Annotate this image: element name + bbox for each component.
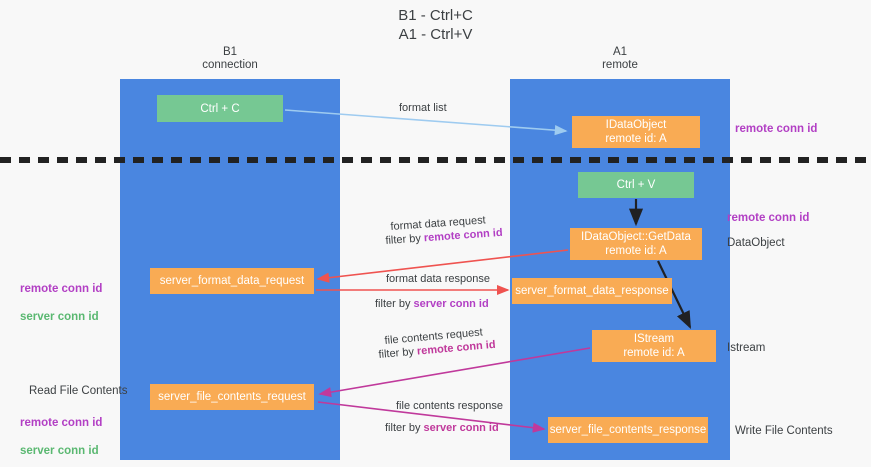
filter-key-server-conn-id: server conn id — [423, 422, 499, 434]
label-remote-conn-id-left: remote conn id — [20, 283, 103, 295]
flow-label-file-contents-response-filter: filter by server conn id — [385, 421, 499, 435]
phase-divider — [0, 157, 871, 163]
label-server-conn-id-left-2: server conn id — [20, 445, 99, 457]
box-ctrl-c[interactable]: Ctrl + C — [157, 95, 283, 122]
label-server-conn-id-left: server conn id — [20, 311, 99, 323]
flow-label-format-list: format list — [399, 102, 447, 114]
box-idataobject-getdata[interactable]: IDataObject::GetData remote id: A — [570, 228, 702, 260]
label-istream: Istream — [727, 342, 766, 354]
box-idataobject[interactable]: IDataObject remote id: A — [572, 116, 700, 148]
filter-key-server-conn-id: server conn id — [413, 298, 489, 310]
label-remote-conn-id-top: remote conn id — [735, 123, 818, 135]
filter-prefix: filter by — [385, 422, 424, 434]
label-write-file-contents: Write File Contents — [735, 425, 833, 437]
label-remote-conn-id-left-2: remote conn id — [20, 417, 103, 429]
box-istream[interactable]: IStream remote id: A — [592, 330, 716, 362]
label-left-conn-ids-2: remote conn id server conn id — [20, 402, 102, 458]
flow-label-format-data-response: format data response — [386, 273, 490, 285]
label-remote-conn-id-mid: remote conn id — [727, 212, 810, 224]
filter-prefix: filter by — [385, 232, 425, 247]
box-server-file-contents-request[interactable]: server_file_contents_request — [150, 384, 314, 410]
label-read-file-contents: Read File Contents — [29, 385, 128, 397]
page-title: B1 - Ctrl+C A1 - Ctrl+V — [398, 7, 473, 43]
box-server-format-data-response[interactable]: server_format_data_response — [512, 278, 672, 304]
column-header-a1: A1 remote — [602, 46, 638, 71]
box-ctrl-v[interactable]: Ctrl + V — [578, 172, 694, 198]
flow-label-file-contents-response: file contents response — [396, 400, 504, 412]
filter-prefix: filter by — [375, 298, 414, 310]
filter-key-remote-conn-id: remote conn id — [423, 226, 503, 245]
column-header-b1: B1 connection — [202, 46, 258, 71]
label-dataobject: DataObject — [727, 237, 785, 249]
label-left-conn-ids: remote conn id server conn id — [20, 268, 102, 324]
box-server-format-data-request[interactable]: server_format_data_request — [150, 268, 314, 294]
filter-prefix: filter by — [378, 345, 418, 361]
flow-label-format-data-response-filter: filter by server conn id — [375, 297, 489, 311]
box-server-file-contents-response[interactable]: server_file_contents_response — [548, 417, 708, 443]
